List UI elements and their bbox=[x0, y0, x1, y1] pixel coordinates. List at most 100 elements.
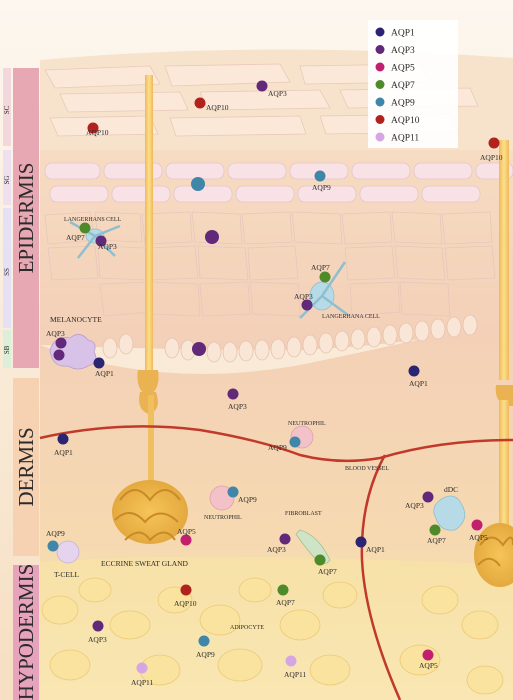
marker-label-aqp3: AQP3 bbox=[88, 635, 107, 644]
marker-aqp7 bbox=[277, 584, 289, 596]
legend-swatch-aqp9 bbox=[375, 97, 385, 107]
legend-label-aqp1: AQP1 bbox=[391, 29, 415, 39]
legend-label-aqp5: AQP5 bbox=[391, 64, 415, 74]
marker-label-aqp7: AQP7 bbox=[427, 536, 446, 545]
marker-label-aqp3: AQP3 bbox=[228, 402, 247, 411]
stratum-granulosum-cells bbox=[44, 162, 513, 203]
sweat-duct bbox=[148, 395, 154, 495]
legend-label-aqp3: AQP3 bbox=[391, 46, 415, 56]
marker-aqp3 bbox=[256, 80, 268, 92]
marker-aqp1 bbox=[408, 365, 420, 377]
marker-aqp10 bbox=[488, 137, 500, 149]
marker-label-aqp1: AQP1 bbox=[366, 545, 385, 554]
marker-aqp9 bbox=[198, 635, 210, 647]
stratum-basale-cells bbox=[62, 314, 478, 365]
marker-label-aqp11: AQP11 bbox=[131, 678, 153, 687]
gland-right bbox=[474, 523, 513, 587]
ss-bar bbox=[3, 208, 11, 328]
marker-label-aqp3: AQP3 bbox=[46, 329, 65, 338]
blood-vessel-branch bbox=[360, 454, 402, 700]
marker-aqp3 bbox=[205, 230, 219, 244]
marker-aqp3 bbox=[227, 388, 239, 400]
marker-aqp3 bbox=[279, 533, 291, 545]
marker-label-aqp5: AQP5 bbox=[177, 527, 196, 536]
marker-label-aqp10: AQP10 bbox=[86, 128, 109, 137]
marker-label-aqp3: AQP3 bbox=[405, 501, 424, 510]
marker-aqp10 bbox=[180, 584, 192, 596]
marker-aqp1 bbox=[93, 357, 105, 369]
marker-label-aqp5: AQP5 bbox=[469, 533, 488, 542]
sb-label: SB bbox=[3, 345, 11, 354]
legend-swatch-aqp10 bbox=[375, 115, 385, 124]
sc-bar bbox=[3, 68, 11, 146]
legend-swatch-aqp11 bbox=[375, 132, 385, 142]
epidermis-label: EPIDERMIS bbox=[14, 163, 38, 274]
marker-label-aqp10: AQP10 bbox=[206, 103, 229, 112]
marker-aqp3 bbox=[53, 349, 65, 361]
tcell-label: T-CELL bbox=[54, 570, 80, 579]
marker-aqp9 bbox=[314, 170, 326, 182]
marker-aqp1 bbox=[355, 536, 367, 548]
neutrophil-mid-label: NEUTROPHIL bbox=[204, 515, 242, 521]
marker-label-aqp9: AQP9 bbox=[312, 183, 331, 192]
marker-aqp11 bbox=[136, 662, 148, 674]
marker-aqp9 bbox=[227, 486, 239, 498]
marker-aqp3 bbox=[422, 491, 434, 503]
langerhans-left-label: LANGERHANS CELL bbox=[64, 217, 121, 223]
langerhans-right-label: LANGERHANA CELL bbox=[322, 314, 380, 320]
marker-aqp11 bbox=[285, 655, 297, 667]
sg-bar bbox=[3, 150, 11, 205]
legend-label-aqp10: AQP10 bbox=[391, 116, 420, 126]
neutrophil-top-label: NEUTROPHIL bbox=[288, 421, 326, 427]
legend-label-aqp7: AQP7 bbox=[391, 81, 415, 91]
legend-swatch-aqp7 bbox=[375, 80, 385, 89]
dermis-bar bbox=[13, 378, 39, 556]
marker-label-aqp7: AQP7 bbox=[311, 263, 330, 272]
marker-aqp9 bbox=[47, 540, 59, 552]
marker-label-aqp3: AQP3 bbox=[268, 89, 287, 98]
melanocyte-label: MELANOCYTE bbox=[50, 315, 102, 324]
eccrine-sweat-gland bbox=[112, 480, 188, 544]
blood-vessel-label: BLOOD VESSEL bbox=[345, 466, 389, 472]
marker-aqp3 bbox=[92, 620, 104, 632]
marker-label-aqp9: AQP9 bbox=[268, 443, 287, 452]
marker-label-aqp7: AQP7 bbox=[318, 567, 337, 576]
marker-label-aqp5: AQP5 bbox=[419, 661, 438, 670]
marker-aqp9 bbox=[191, 177, 205, 191]
aquaporin-markers: AQP3AQP10AQP10AQP10AQP9AQP7AQP3AQP7AQP3A… bbox=[46, 80, 503, 687]
ddc-cell bbox=[433, 495, 466, 531]
legend-label-aqp11: AQP11 bbox=[391, 134, 419, 144]
marker-label-aqp7: AQP7 bbox=[66, 233, 85, 242]
fibroblast-label: FIBROBLAST bbox=[285, 511, 322, 517]
marker-label-aqp10: AQP10 bbox=[174, 599, 197, 608]
marker-aqp5 bbox=[180, 534, 192, 546]
sb-bar bbox=[3, 330, 11, 368]
marker-aqp7 bbox=[429, 524, 441, 536]
t-cell bbox=[56, 540, 80, 564]
sg-label: SG bbox=[3, 176, 11, 185]
marker-label-aqp9: AQP9 bbox=[238, 495, 257, 504]
marker-aqp5 bbox=[471, 519, 483, 531]
ddc-label: dDC bbox=[444, 485, 458, 494]
marker-aqp3 bbox=[192, 342, 206, 356]
marker-aqp10 bbox=[87, 122, 99, 134]
hair-shaft-right bbox=[495, 140, 513, 550]
marker-aqp7 bbox=[319, 271, 331, 283]
marker-aqp3 bbox=[301, 299, 313, 311]
eccrine-label: ECCRINE SWEAT GLAND bbox=[101, 559, 189, 568]
legend-label-aqp9: AQP9 bbox=[391, 99, 415, 109]
marker-label-aqp3: AQP3 bbox=[294, 292, 313, 301]
marker-label-aqp9: AQP9 bbox=[46, 529, 65, 538]
marker-aqp7 bbox=[79, 222, 91, 234]
marker-aqp3 bbox=[95, 235, 107, 247]
hypodermis-label: HYPODERMIS bbox=[14, 564, 38, 700]
marker-label-aqp1: AQP1 bbox=[54, 448, 73, 457]
marker-aqp7 bbox=[314, 554, 326, 566]
marker-label-aqp3: AQP3 bbox=[267, 545, 286, 554]
marker-aqp5 bbox=[422, 649, 434, 661]
legend-swatch-aqp1 bbox=[375, 27, 385, 37]
marker-aqp3 bbox=[55, 337, 67, 349]
blood-vessel bbox=[39, 425, 513, 463]
